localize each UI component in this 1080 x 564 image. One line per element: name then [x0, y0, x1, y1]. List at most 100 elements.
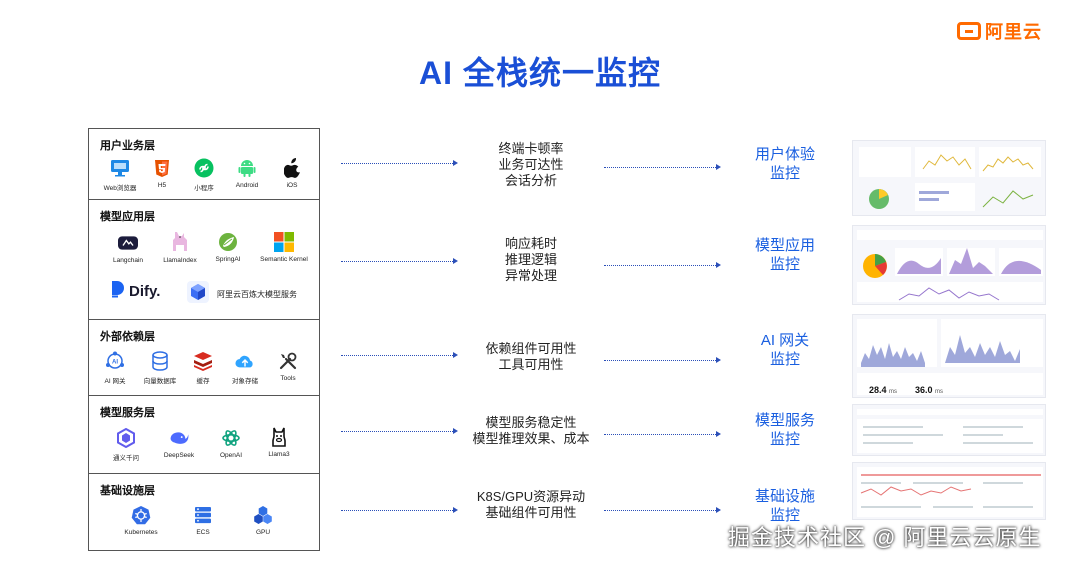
arrow-icon	[453, 507, 458, 513]
arrow-icon	[453, 160, 458, 166]
connector-line	[341, 510, 453, 511]
vector-db-icon	[150, 351, 170, 371]
bailian-icon	[187, 281, 209, 308]
arrow-icon	[716, 164, 721, 170]
layer-model-app: 模型应用层 Langchain LlamaIndex SpringAI Sema…	[89, 200, 319, 320]
readout-unit: ms	[935, 389, 943, 395]
arrow-icon	[453, 258, 458, 264]
dify-icon	[111, 280, 125, 303]
layer-title: 外部依赖层	[100, 331, 155, 343]
layer-item-ecs: ECS	[175, 505, 231, 536]
layer-item-kubernetes: Kubernetes	[113, 505, 169, 536]
svg-text:AI: AI	[112, 360, 118, 366]
aliyun-logo: 阿里云	[957, 19, 1042, 43]
layer-item-deepseek: DeepSeek	[151, 428, 207, 459]
layer-item-gpu: GPU	[235, 505, 291, 536]
layer-title: 基础设施层	[100, 485, 155, 497]
apple-icon	[282, 158, 302, 178]
dashboard-thumbnail-user	[852, 140, 1046, 216]
layer-item-semantic-kernel: Semantic Kernel	[253, 232, 315, 263]
readout-value: 28.4	[869, 385, 887, 395]
html5-icon	[152, 158, 172, 178]
target-infrastructure: 基础设施 监控	[754, 488, 815, 524]
layer-item-cache: 缓存	[175, 351, 231, 385]
target-model-service: 模型服务 监控	[754, 412, 815, 448]
layer-item-android: Android	[219, 158, 275, 189]
arrow-icon	[716, 507, 721, 513]
target-ai-gateway: AI 网关 监控	[760, 332, 810, 368]
layer-item-vector-db: 向量数据库	[132, 351, 188, 385]
object-storage-icon	[235, 351, 255, 371]
layer-item-web: Web浏览器	[92, 158, 148, 192]
layer-item-tongyi: 通义千问	[98, 428, 154, 462]
layer-item-tools: Tools	[260, 351, 316, 382]
connector-line	[604, 167, 716, 168]
layer-infrastructure: 基础设施层 Kubernetes ECS GPU	[89, 474, 319, 550]
page-title: AI 全栈统一监控	[419, 55, 661, 91]
layer-title: 用户业务层	[100, 140, 155, 152]
arrow-icon	[716, 431, 721, 437]
layer-item-bailian: 阿里云百炼大模型服务	[187, 281, 297, 308]
layer-item-llama3: Llama3	[251, 427, 307, 458]
connector-line	[604, 434, 716, 435]
tools-icon	[278, 351, 298, 371]
arrow-icon	[716, 357, 721, 363]
cache-icon	[193, 351, 213, 371]
watermark: 掘金技术社区 @ 阿里云云原生	[728, 525, 1042, 550]
layer-model-service: 模型服务层 通义千问 DeepSeek OpenAI Llama3	[89, 396, 319, 474]
layer-item-langchain: Langchain	[100, 233, 156, 264]
layer-item-h5: H5	[134, 158, 190, 189]
llamaindex-icon	[170, 231, 190, 253]
connector-line	[604, 265, 716, 266]
layer-item-miniprogram: 小程序	[176, 158, 232, 192]
android-icon	[237, 158, 257, 178]
layer-item-ios: iOS	[264, 158, 320, 189]
connector-line	[341, 431, 453, 432]
layer-title: 模型应用层	[100, 211, 155, 223]
layer-external-deps: 外部依赖层 AI AI 网关 向量数据库 缓存 对象存储	[89, 320, 319, 396]
dashboard-thumbnail-gateway: 28.4 ms 36.0 ms	[852, 314, 1046, 398]
deepseek-icon	[169, 428, 189, 448]
ecs-icon	[193, 505, 213, 525]
dashboard-thumbnail-model-service	[852, 404, 1046, 456]
connector-line	[341, 355, 453, 356]
layer-item-object-storage: 对象存储	[217, 351, 273, 385]
metric-group-user: 终端卡顿率 业务可达性 会话分析	[498, 141, 564, 188]
target-model-app: 模型应用 监控	[754, 237, 815, 273]
metric-group-model-service: 模型服务稳定性 模型推理效果、成本	[472, 415, 590, 446]
metric-group-app: 响应耗时 推理逻辑 异常处理	[504, 236, 557, 283]
arrow-icon	[453, 428, 458, 434]
target-user-experience: 用户体验 监控	[754, 146, 815, 182]
layer-item-springai: SpringAI	[200, 232, 256, 263]
gpu-icon	[253, 505, 273, 525]
dashboard-thumbnail-infra	[852, 462, 1046, 520]
layer-item-openai: OpenAI	[203, 428, 259, 459]
connector-line	[604, 510, 716, 511]
springai-icon	[218, 232, 238, 252]
monitor-icon	[110, 158, 130, 178]
tongyi-icon	[116, 428, 136, 448]
openai-icon	[221, 428, 241, 448]
arrow-icon	[453, 352, 458, 358]
aliyun-logo-icon	[957, 22, 981, 40]
metric-group-infra: K8S/GPU资源异动 基础组件可用性	[476, 489, 586, 520]
readout-value: 36.0	[915, 385, 933, 395]
semantic-kernel-icon	[274, 232, 294, 252]
layer-item-llamaindex: LlamaIndex	[152, 231, 208, 264]
llama-icon	[269, 427, 289, 447]
layer-title: 模型服务层	[100, 407, 155, 419]
metric-group-deps: 依赖组件可用性 工具可用性	[485, 341, 577, 372]
layer-stack: 用户业务层 Web浏览器 H5 小程序 Android	[88, 128, 320, 551]
readout-unit: ms	[889, 389, 897, 395]
layer-item-ai-gateway: AI AI 网关	[87, 351, 143, 385]
connector-line	[341, 261, 453, 262]
ai-gateway-icon: AI	[105, 351, 125, 371]
logo-text: 阿里云	[985, 22, 1042, 42]
miniprogram-icon	[194, 158, 214, 178]
connector-line	[341, 163, 453, 164]
dashboard-thumbnail-app	[852, 225, 1046, 305]
layer-user-business: 用户业务层 Web浏览器 H5 小程序 Android	[89, 129, 319, 200]
kubernetes-icon	[131, 505, 151, 525]
layer-item-dify: Dify.	[111, 280, 160, 303]
arrow-icon	[716, 262, 721, 268]
